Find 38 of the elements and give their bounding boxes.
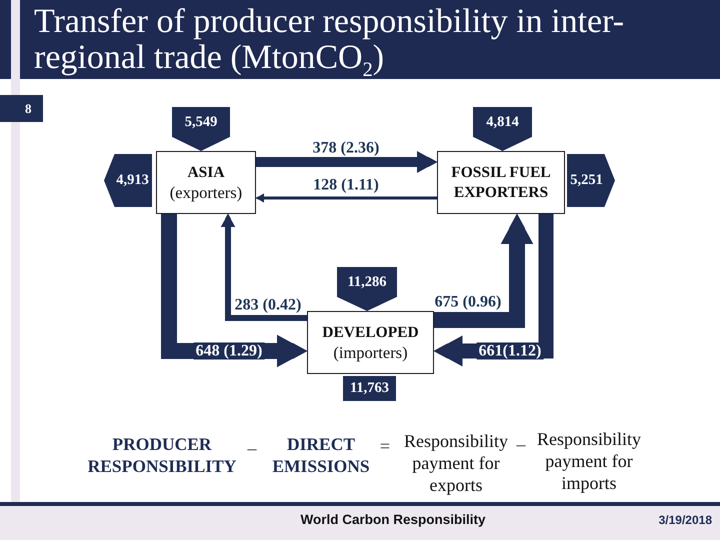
region-box (156, 151, 256, 214)
flow-arrow (256, 193, 437, 203)
flow-label: 675 (0.96) (432, 294, 504, 310)
flow-label: 283 (0.42) (232, 296, 304, 314)
flow-label: 378 (2.36) (310, 140, 382, 156)
value-tag (104, 154, 152, 207)
region-name: ASIA (186, 162, 226, 182)
region-box (437, 151, 565, 214)
value-tag (343, 376, 396, 401)
formula-term: Responsibility payment for imports (536, 428, 642, 494)
formula-term: Responsibility payment for exports (402, 430, 509, 496)
tag-value: 11,286 (346, 274, 388, 291)
formula-term: PRODUCER RESPONSIBILITY (86, 433, 238, 477)
region-name: FOSSIL FUEL EXPORTERS (450, 162, 552, 202)
formula-term: DIRECT EMISSIONS (271, 433, 371, 477)
region-note: (importers) (332, 342, 409, 362)
tag-value: 5,251 (569, 172, 604, 189)
flow-arrow (434, 214, 534, 328)
tag-value: 4,814 (485, 114, 520, 131)
minus-sign: – (515, 433, 527, 455)
flow-label: 128 (1.11) (311, 176, 381, 194)
flow-label: 661(1.12) (476, 342, 544, 360)
flow-label: 648 (1.29) (194, 342, 264, 360)
tag-value: 11,763 (348, 380, 390, 397)
flow-arrow (256, 151, 437, 173)
footer-text: World Carbon Responsibility (299, 511, 486, 528)
slide-title: Transfer of producer responsibility in inter-regional trade (MtonCO$_{2}$) (34, 4, 626, 76)
tag-value: 5,549 (184, 114, 218, 131)
minus-sign: – (246, 437, 258, 459)
flow-arrow (220, 214, 307, 321)
equals-sign: = (378, 435, 392, 457)
slide-number: 8 (0, 95, 43, 122)
region-note: (exporters) (168, 182, 244, 202)
date-text: 3/19/2018 (658, 512, 712, 528)
region-box (307, 311, 434, 374)
tag-value: 4,913 (115, 172, 150, 189)
value-tag (567, 154, 615, 207)
region-name: DEVELOPED (321, 322, 420, 342)
